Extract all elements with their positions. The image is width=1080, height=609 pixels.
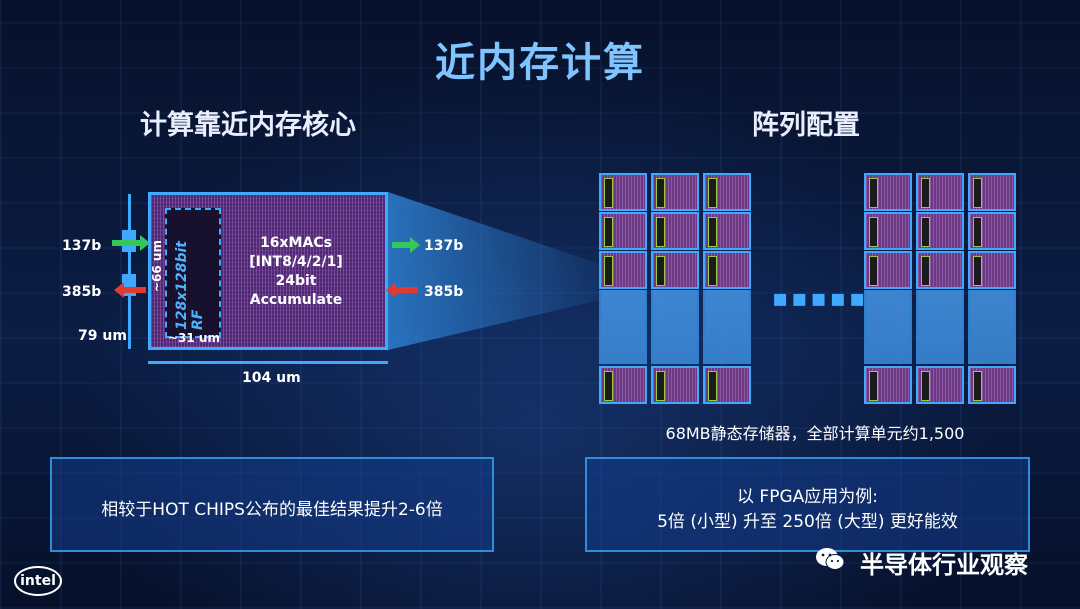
mac-description: 16xMACs [INT8/4/2/1] 24bit Accumulate [226,234,366,310]
array-tile [703,212,751,250]
register-file [165,208,221,338]
intel-logo: intel [14,566,62,596]
array-tile [651,212,699,250]
array-column-band [599,290,647,364]
register-file-label: 128x128bit RF [174,241,206,330]
height-dimension-line [128,194,131,349]
array-tile [703,173,751,211]
width-dimension-line [148,361,388,364]
output-arrow-left-head [114,282,124,298]
array-tile [968,366,1016,404]
left-summary-box: 相较于HOT CHIPS公布的最佳结果提升2-6倍 [50,457,494,552]
array-column-band [703,290,751,364]
array-tile [599,173,647,211]
array-tile [916,212,964,250]
array-tile [651,173,699,211]
slide-title: 近内存计算 [435,40,645,86]
left-output-bits: 385b [62,284,102,300]
mac-line-3: 24bit [275,273,317,289]
array-column-band [968,290,1016,364]
wechat-icon [816,548,845,570]
left-input-bits: 137b [62,238,102,254]
ellipsis-dots: ▪▪▪▪▪ [772,284,869,312]
output-arrow-right-head [386,282,396,298]
input-arrow-left [112,240,140,246]
input-arrow-right [392,242,412,248]
array-tile [703,366,751,404]
array-caption: 68MB静态存储器，全部计算单元约1,500 [665,424,965,443]
mac-line-2: [INT8/4/2/1] [249,254,343,270]
array-tile [864,173,912,211]
array-tile [864,366,912,404]
right-output-bits: 385b [424,284,464,300]
array-tile [864,251,912,289]
array-tile [916,173,964,211]
array-tile [864,212,912,250]
array-tile [703,251,751,289]
array-tile [651,251,699,289]
array-column-band [864,290,912,364]
array-tile [599,251,647,289]
left-summary-text: 相较于HOT CHIPS公布的最佳结果提升2-6倍 [101,500,443,520]
array-tile [968,251,1016,289]
height-label: 79 um [78,328,127,344]
width-label: 104 um [242,370,301,386]
array-tile [968,212,1016,250]
mac-line-4: Accumulate [249,292,343,308]
right-summary-line-2: 5倍 (小型) 升至 250倍 (大型) 更好能效 [657,512,958,532]
array-tile [599,366,647,404]
input-arrow-left-head [140,235,150,251]
array-tile [651,366,699,404]
output-arrow-left [124,287,146,293]
right-summary-line-1: 以 FPGA应用为例: [737,487,878,507]
array-tile [968,173,1016,211]
projection-beam [388,192,600,350]
input-arrow-right-head [410,237,420,253]
array-tile [916,366,964,404]
mac-line-1: 16xMACs [260,235,332,251]
rf-width-label: ~31 um [168,331,220,345]
rf-height-label: ~66 um [150,240,164,292]
right-heading: 阵列配置 [752,110,860,141]
array-column-band [916,290,964,364]
right-input-bits: 137b [424,238,464,254]
output-arrow-right [394,287,418,293]
array-column-band [651,290,699,364]
left-heading: 计算靠近内存核心 [140,110,356,141]
array-tile [599,212,647,250]
watermark-text: 半导体行业观察 [860,551,1028,579]
right-summary-box: 以 FPGA应用为例: 5倍 (小型) 升至 250倍 (大型) 更好能效 [585,457,1030,552]
array-tile [916,251,964,289]
